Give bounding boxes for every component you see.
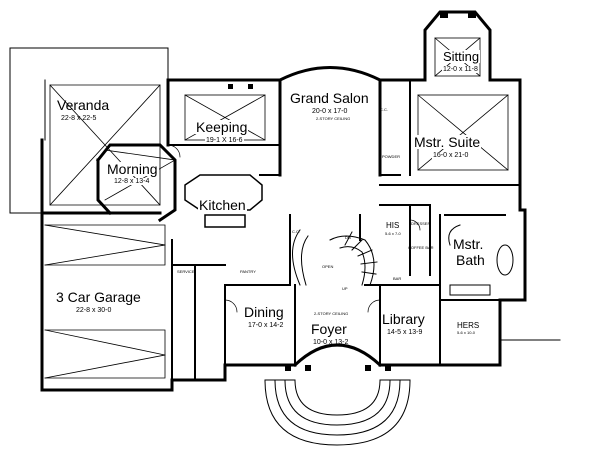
foyer-ceiling-note: 2-STORY CEILING	[314, 311, 349, 316]
up-label: UP	[342, 286, 348, 291]
exterior-walls	[40, 10, 561, 392]
powder-label: POWDER	[382, 154, 400, 159]
salon-ceiling-note: 2-STORY CEILING	[316, 116, 351, 121]
coffee-bar-label: COFFEE BAR	[408, 245, 434, 250]
suite-dim: 16-0 x 21-0	[432, 152, 470, 159]
morning-label: Morning	[106, 161, 159, 177]
dining-dim: 17-0 x 14-2	[248, 322, 284, 329]
library-label: Library	[382, 311, 425, 327]
foyer-dim: 10-0 x 13-2	[313, 339, 349, 346]
keeping-dim: 19-1 X 16-6	[205, 137, 244, 144]
foyer-label: Foyer	[311, 321, 347, 337]
kitchen-island	[184, 174, 263, 228]
bath-label-2: Bath	[455, 252, 486, 268]
salon-label: Grand Salon	[290, 90, 369, 106]
keeping-label: Keeping	[195, 119, 249, 135]
dresser-label: DRESSER	[411, 221, 431, 226]
service-label: SERVICE	[177, 269, 195, 274]
his-dim: 5-6 x 7-0	[384, 231, 402, 236]
veranda-outline	[9, 47, 169, 214]
veranda-dim: 22-8 x 22-5	[61, 115, 97, 122]
bath-fixtures	[448, 224, 514, 296]
garage-dim: 22-8 x 30-0	[75, 307, 113, 314]
salon-dim: 20-0 x 17-0	[312, 108, 348, 115]
interior-walls	[167, 79, 521, 391]
kitchen-label: Kitchen	[198, 197, 247, 213]
bar-label: BAR	[393, 276, 402, 281]
cc-label: C.C.	[292, 229, 300, 234]
suite-label: Mstr. Suite	[413, 134, 482, 150]
front-portico	[264, 379, 411, 446]
bath-label: Mstr.	[452, 236, 485, 252]
his-label: HIS	[385, 221, 401, 230]
portico-columns	[228, 12, 476, 371]
door-swings	[167, 144, 421, 313]
cc2-label: C.C.	[380, 107, 388, 112]
hers-label: HERS	[456, 321, 481, 330]
veranda-label: Veranda	[57, 97, 110, 113]
hers-dim: 5-6 x 10-0	[456, 330, 477, 335]
garage-doors	[44, 224, 166, 379]
sitting-label: Sitting	[442, 49, 481, 64]
staircase	[292, 229, 378, 286]
open-label: OPEN	[322, 264, 334, 269]
sitting-dim: 12-0 x 11-8	[442, 66, 479, 73]
library-dim: 14-5 x 13-9	[387, 329, 423, 336]
pantry-label: PANTRY	[240, 269, 256, 274]
dining-label: Dining	[244, 304, 284, 320]
dn-label: DN	[345, 235, 351, 240]
garage-label: 3 Car Garage	[55, 289, 142, 305]
morning-dim: 12-8 x 13-4	[113, 178, 151, 185]
